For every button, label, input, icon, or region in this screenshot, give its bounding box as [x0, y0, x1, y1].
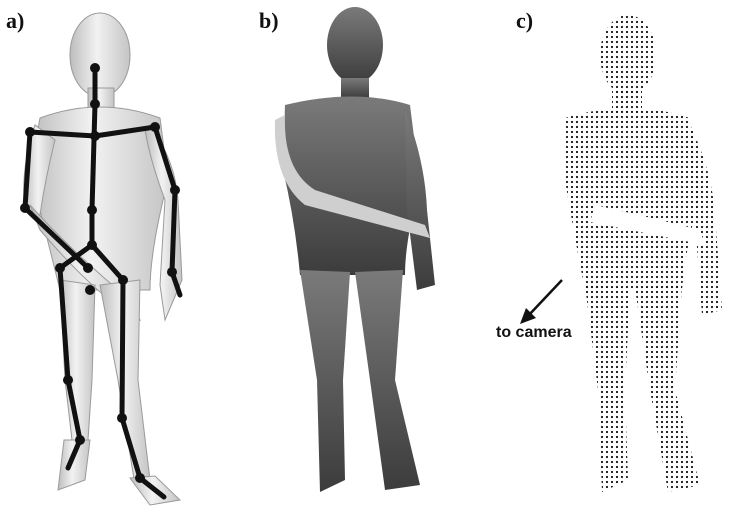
panel-depth-map: b): [245, 0, 490, 516]
point-cloud: [565, 15, 722, 492]
panel-label-c: c): [516, 8, 533, 34]
panel-label-a: a): [6, 8, 24, 34]
arrow-icon: [520, 280, 562, 324]
depth-figure: [245, 0, 490, 516]
point-cloud-figure: [490, 0, 739, 516]
depth-silhouette: [283, 7, 435, 492]
panel-mesh-skeleton: a): [0, 0, 245, 516]
mesh-figure: [0, 0, 245, 516]
to-camera-label: to camera: [496, 324, 572, 342]
panel-point-cloud: c) to camera: [490, 0, 739, 516]
panel-label-b: b): [259, 8, 279, 34]
